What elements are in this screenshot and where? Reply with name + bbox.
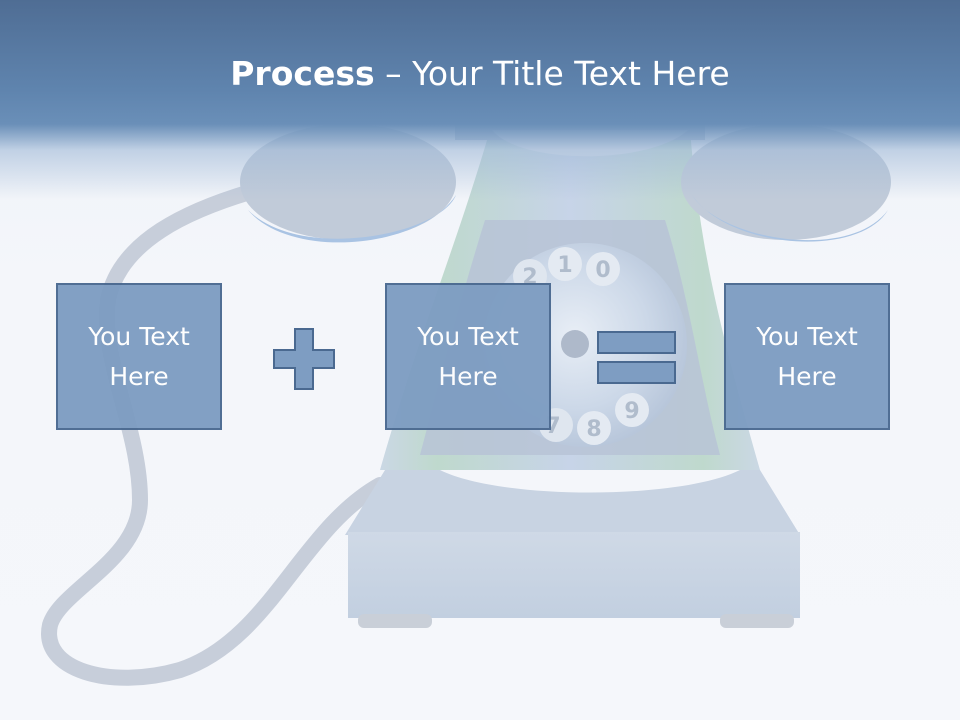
slide-title-bold: Process: [230, 54, 375, 93]
equals-icon: [597, 331, 676, 384]
phone-foot-right: [720, 614, 794, 628]
header-band: [0, 0, 960, 200]
phone-base: [348, 532, 800, 618]
dial-digit: 8: [586, 417, 601, 442]
text-box-3[interactable]: You Text Here: [724, 283, 890, 430]
phone-foot-left: [358, 614, 432, 628]
dial-center: [561, 330, 589, 358]
dial-digit: 9: [624, 399, 639, 424]
text-box-2[interactable]: You Text Here: [385, 283, 551, 430]
dial-digit: 1: [557, 253, 572, 278]
text-box-1-label: You Text Here: [88, 321, 190, 391]
text-box-1[interactable]: You Text Here: [56, 283, 222, 430]
dial-digit: 0: [595, 258, 610, 283]
phone-neck: [345, 470, 800, 535]
text-box-2-label: You Text Here: [417, 321, 519, 391]
plus-icon: [273, 328, 335, 390]
text-box-3-label: You Text Here: [756, 321, 858, 391]
slide-title: Process – Your Title Text Here: [0, 52, 960, 96]
phone-cord: [41, 184, 388, 686]
slide-title-rest: – Your Title Text Here: [374, 54, 730, 93]
